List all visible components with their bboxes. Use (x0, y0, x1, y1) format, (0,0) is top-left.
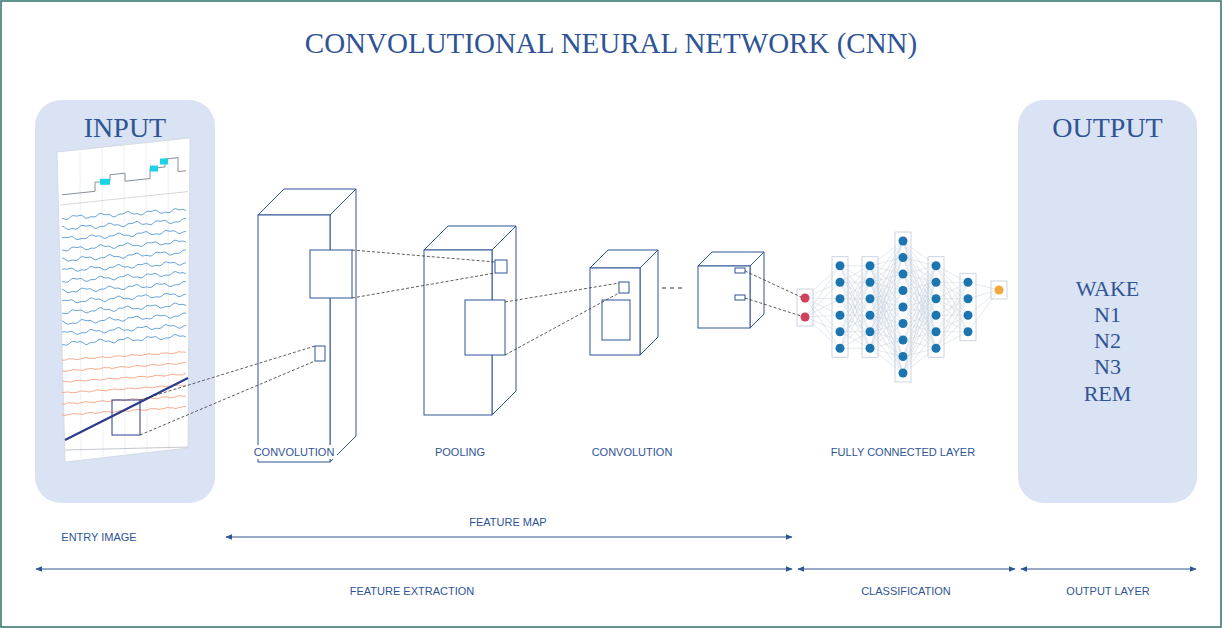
layer-name: CONVOLUTION (589, 445, 676, 459)
layer-name: POOLING (432, 445, 488, 459)
eeg-entry-image (57, 138, 190, 462)
continuation-dashes (662, 287, 684, 288)
stage-class: N3 (1018, 354, 1197, 380)
layer-name: FULLY CONNECTED LAYER (828, 445, 978, 459)
span-arrows (36, 537, 1196, 569)
section-label: ENTRY IMAGE (58, 530, 139, 544)
receptive-field-lines (140, 250, 801, 435)
panel-heading: OUTPUT (1018, 112, 1197, 144)
fully-connected-net (797, 232, 1007, 382)
stage-class: N1 (1018, 302, 1197, 328)
stage-class: WAKE (1018, 276, 1197, 302)
panel: INPUT (35, 100, 215, 503)
diagram-title: CONVOLUTIONAL NEURAL NETWORK (CNN) (305, 26, 917, 60)
span-label: FEATURE MAP (466, 515, 549, 529)
panel: OUTPUT WAKEN1N2N3REM (1018, 100, 1197, 503)
feature-map-boxes (258, 189, 764, 462)
span-label: FEATURE EXTRACTION (347, 584, 477, 598)
span-label: OUTPUT LAYER (1063, 584, 1152, 598)
span-label: CLASSIFICATION (858, 584, 954, 598)
stage-class: N2 (1018, 328, 1197, 354)
layer-name: CONVOLUTION (251, 445, 338, 459)
panel-heading: INPUT (35, 112, 215, 144)
stage-class: REM (1018, 381, 1197, 407)
